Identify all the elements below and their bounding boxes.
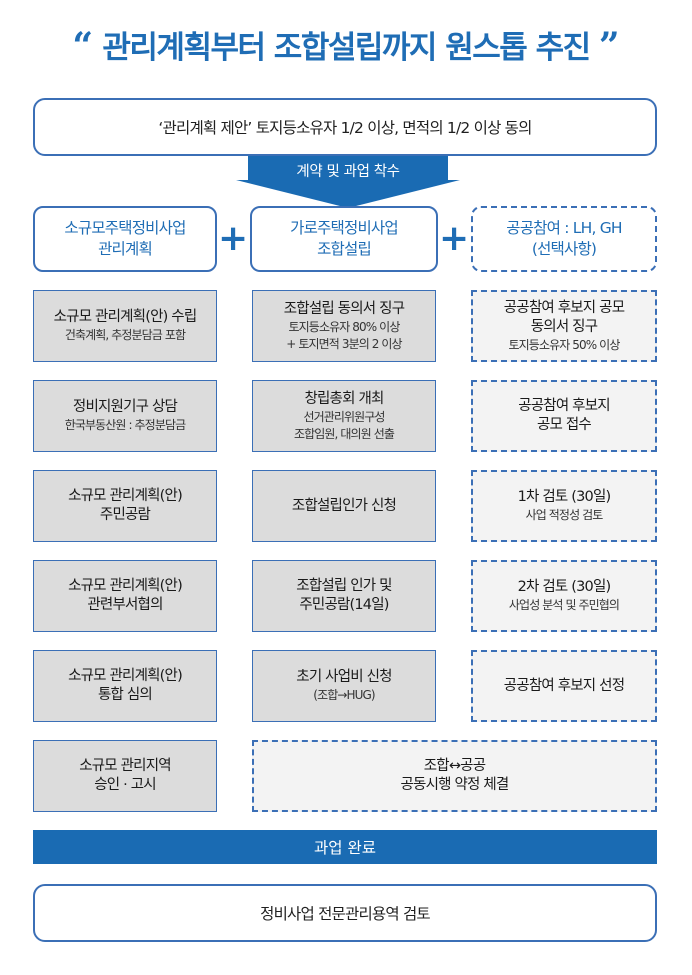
step-detail: 사업성 분석 및 주민협의 [508, 598, 620, 612]
step-detail: 조합임원, 대의원 선출 [293, 426, 395, 441]
step-title: 주민공람(14일) [299, 597, 389, 613]
step-box: 조합설립 인가 및 주민공람(14일) [252, 560, 436, 632]
completion-bar: 과업 완료 [33, 830, 657, 864]
step-box: 소규모 관리계획(안) 통합 심의 [33, 650, 217, 722]
step-title: 공모 접수 [537, 417, 592, 433]
step-title: 창립총회 개최 [304, 390, 384, 407]
header-line: 가로주택정비사업 [290, 219, 398, 237]
step-box: 초기 사업비 신청 (조합→HUG) [252, 650, 436, 722]
step-box: 조합설립인가 신청 [252, 470, 436, 542]
step-title: 관련부서협의 [87, 597, 163, 613]
step-detail: 토지등소유자 80% 이상 [288, 319, 401, 334]
step-title: 공공참여 후보지 공모 [503, 299, 625, 316]
step-box: 정비지원기구 상담 한국부동산원 : 추정분담금 [33, 380, 217, 452]
step-detail: 토지등소유자 50% 이상 [508, 337, 621, 352]
header-line: 관리계획 [98, 240, 153, 258]
header-line: (선택사항) [531, 240, 597, 258]
step-box-dashed: 공공참여 후보지 선정 [471, 650, 657, 722]
step-box-dashed: 공공참여 후보지 공모 접수 [471, 380, 657, 452]
step-detail: 선거관리위원구성 [303, 409, 385, 424]
step-title: 조합설립인가 신청 [291, 497, 397, 514]
plus-icon: + [439, 218, 470, 259]
header-line: 공공참여 : LH, GH [506, 219, 622, 237]
step-title: 조합설립 인가 및 [296, 578, 392, 594]
header-public-participation: 공공참여 : LH, GH (선택사항) [471, 206, 657, 272]
step-detail: 건축계획, 추정분담금 포함 [64, 328, 186, 342]
header-line: 소규모주택정비사업 [64, 219, 186, 237]
header-union-establishment: 가로주택정비사업 조합설립 [250, 206, 438, 272]
step-box: 소규모 관리계획(안) 수립 건축계획, 추정분담금 포함 [33, 290, 217, 362]
step-title: 소규모 관리계획(안) [68, 488, 183, 504]
step-box: 소규모 관리계획(안) 주민공람 [33, 470, 217, 542]
step-title: 주민공람 [99, 507, 151, 523]
step-title: 공공참여 후보지 선정 [503, 677, 625, 694]
step-title: 조합설립 동의서 징구 [283, 300, 405, 317]
down-arrow-icon [236, 156, 460, 208]
step-title: 공동시행 약정 체결 [400, 777, 510, 793]
step-title: 공공참여 후보지 [518, 398, 610, 414]
step-box: 창립총회 개최 선거관리위원구성 조합임원, 대의원 선출 [252, 380, 436, 452]
step-title: 소규모 관리지역 [79, 758, 171, 774]
step-title: 조합↔공공 [423, 758, 486, 774]
step-detail: 사업 적정성 검토 [525, 508, 604, 522]
arrow-label: 계약 및 과업 착수 [296, 164, 400, 180]
step-box: 소규모 관리지역 승인 · 고시 [33, 740, 217, 812]
plus-icon: + [218, 218, 249, 259]
joint-agreement-box: 조합↔공공 공동시행 약정 체결 [252, 740, 657, 812]
proposal-banner: ‘관리계획 제안’ 토지등소유자 1/2 이상, 면적의 1/2 이상 동의 [33, 98, 657, 156]
open-quote: “ [72, 25, 94, 67]
step-title: 소규모 관리계획(안) [68, 578, 183, 594]
header-line: 조합설립 [317, 240, 372, 258]
title-text: 관리계획부터 조합설립까지 원스톱 추진 [102, 30, 591, 66]
step-detail: 한국부동산원 : 추정분담금 [64, 418, 186, 432]
step-title: 소규모 관리계획(안) 수립 [53, 309, 198, 325]
page-title: “ 관리계획부터 조합설립까지 원스톱 추진 ” [0, 22, 692, 67]
step-title: 2차 검토 (30일) [517, 579, 612, 595]
step-title: 통합 심의 [98, 687, 153, 703]
step-detail: (조합→HUG) [313, 688, 375, 702]
review-banner-text: 정비사업 전문관리용역 검토 [260, 905, 431, 923]
step-box: 조합설립 동의서 징구 토지등소유자 80% 이상 + 토지면적 3분의 2 이… [252, 290, 436, 362]
step-detail: + 토지면적 3분의 2 이상 [286, 336, 402, 351]
step-title: 소규모 관리계획(안) [68, 668, 183, 684]
step-box-dashed: 공공참여 후보지 공모 동의서 징구 토지등소유자 50% 이상 [471, 290, 657, 362]
step-box: 소규모 관리계획(안) 관련부서협의 [33, 560, 217, 632]
step-title: 1차 검토 (30일) [517, 489, 612, 505]
step-title: 승인 · 고시 [94, 777, 156, 793]
step-title: 정비지원기구 상담 [72, 399, 178, 415]
step-box-dashed: 2차 검토 (30일) 사업성 분석 및 주민협의 [471, 560, 657, 632]
step-title: 초기 사업비 신청 [296, 669, 392, 685]
review-banner: 정비사업 전문관리용역 검토 [33, 884, 657, 942]
proposal-banner-text: ‘관리계획 제안’ 토지등소유자 1/2 이상, 면적의 1/2 이상 동의 [158, 119, 532, 137]
step-box-dashed: 1차 검토 (30일) 사업 적정성 검토 [471, 470, 657, 542]
step-title: 동의서 징구 [530, 318, 598, 335]
header-management-plan: 소규모주택정비사업 관리계획 [33, 206, 217, 272]
close-quote: ” [598, 25, 620, 67]
completion-bar-text: 과업 완료 [314, 839, 376, 857]
